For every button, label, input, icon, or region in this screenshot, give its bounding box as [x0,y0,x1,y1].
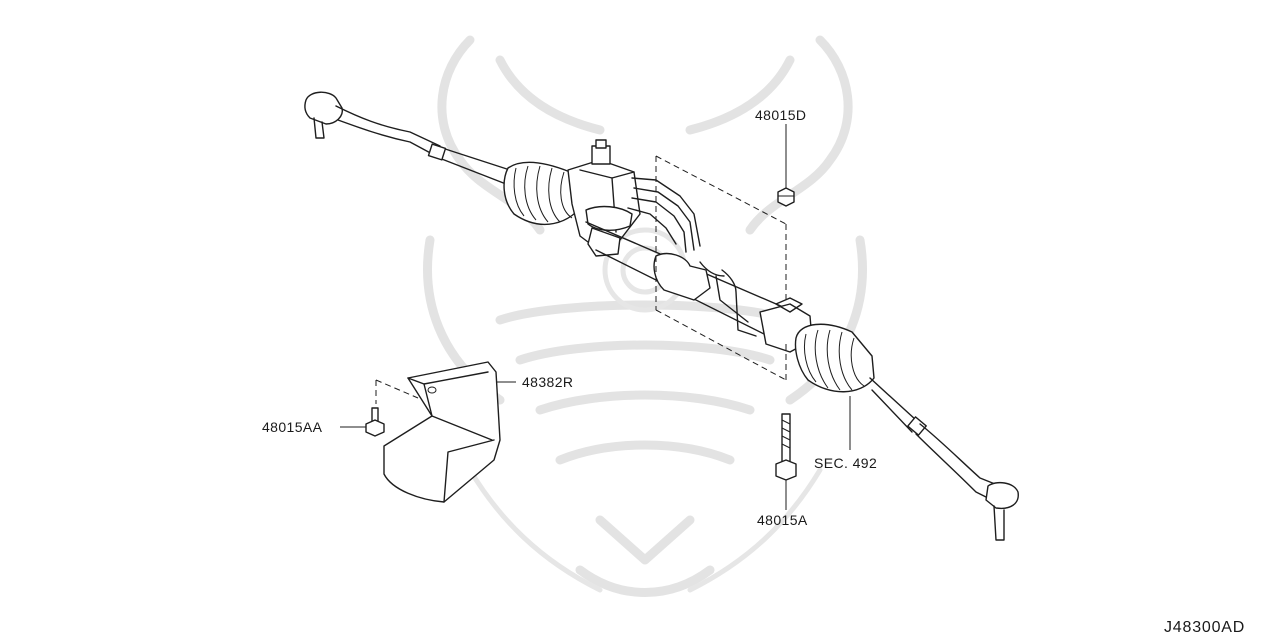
callout-48382r: 48382R [522,374,573,390]
pinion-valve-housing [567,139,701,257]
flange-nut-part [777,187,795,207]
bracket-part [383,361,501,503]
callout-sec-492: SEC. 492 [814,455,877,471]
steering-gear-assembly [304,91,1019,541]
callout-48015aa: 48015AA [262,419,323,435]
mounting-bolt-part [775,413,797,481]
left-boot [503,161,587,226]
diagram-code: J48300AD [1164,619,1245,636]
left-tie-rod-end [304,91,441,157]
right-tie-rod-end [985,481,1019,541]
callout-48015a: 48015A [757,512,808,528]
mounting-reference-lines [375,155,787,404]
right-boot [794,323,875,393]
callout-leaders [340,124,851,510]
callout-48015d: 48015D [755,107,806,123]
rack-housing-tube [585,221,813,353]
bracket-bolt-part [365,407,385,437]
